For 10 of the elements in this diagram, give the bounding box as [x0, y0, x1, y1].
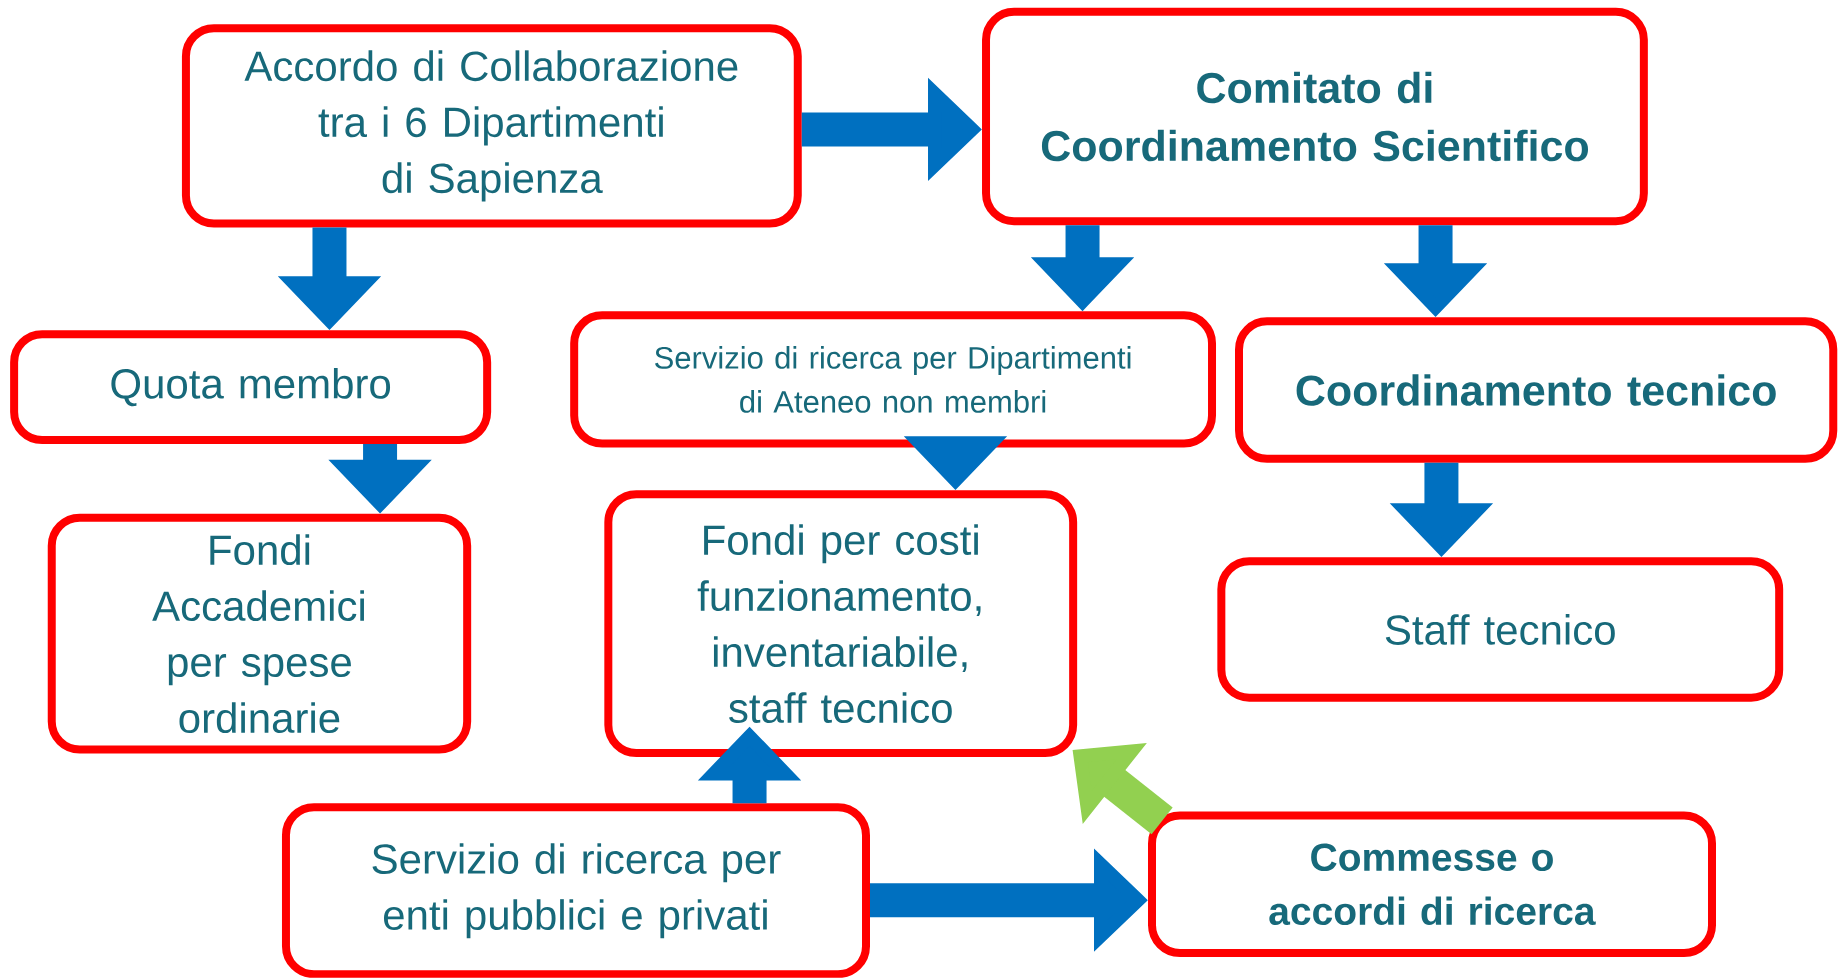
process-box: Commesse o accordi di ricerca: [1148, 811, 1717, 958]
process-box: Coordinamento tecnico: [1235, 317, 1838, 463]
process-box: Fondi per costi funzionamento, inventariabile, staff tecnico: [604, 490, 1078, 758]
process-box: Staff tecnico: [1217, 557, 1784, 702]
process-box: Comitato di Coordinamento Scientifico: [982, 7, 1648, 226]
process-box: Servizio di ricerca per Dipartimenti di Ateneo non membri: [570, 311, 1216, 448]
process-box: Servizio di ricerca per enti pubblici e privati: [281, 803, 870, 978]
process-box: Fondi Accademici per spese ordinarie: [47, 513, 472, 754]
process-box: Accordo di Collaborazione tra i 6 Dipartimenti di Sapienza: [181, 24, 802, 228]
process-box: Quota membro: [10, 330, 492, 445]
